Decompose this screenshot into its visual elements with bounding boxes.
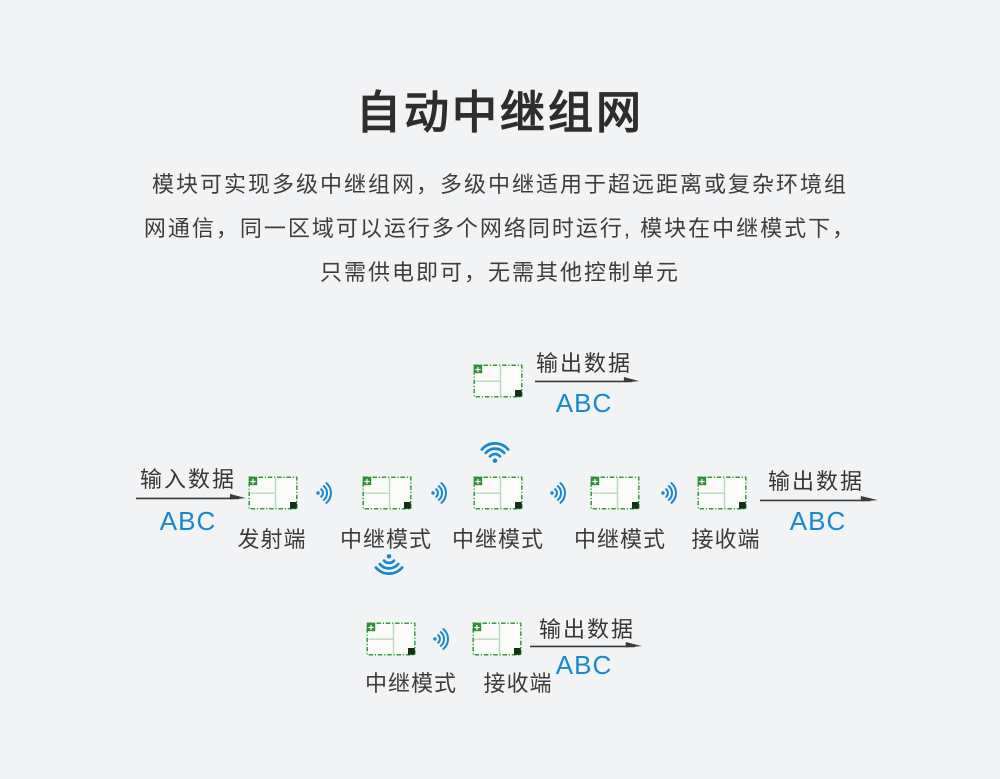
rf-module-icon (473, 364, 523, 398)
page-title: 自动中继组网 (355, 87, 644, 138)
output-label: 输出数据 (767, 469, 864, 494)
rf-module-icon (472, 622, 522, 656)
input-label: 输入数据 (139, 467, 236, 492)
node-label-relay: 中继模式 (451, 527, 544, 552)
wifi-signal-icon (431, 627, 455, 651)
description-line: 只需供电即可，无需其他控制单元 (319, 260, 680, 285)
wifi-signal-icon (548, 481, 572, 505)
rf-module-icon (366, 622, 416, 656)
node-label-relay: 中继模式 (573, 527, 666, 552)
wifi-signal-icon (429, 481, 453, 505)
node-label-relay: 中继模式 (339, 527, 432, 552)
output-data: ABC (789, 506, 847, 536)
rf-module-icon (590, 476, 640, 510)
arrow-right-icon (530, 640, 642, 650)
node-label-receiver: 接收端 (691, 527, 761, 552)
description-line: 网通信，同一区域可以运行多个网络同时运行, 模块在中继模式下， (143, 216, 857, 241)
arrow-right-icon (760, 494, 878, 504)
rf-module-icon (473, 476, 523, 510)
wifi-down-icon (373, 551, 405, 583)
description-paragraph: 模块可实现多级中继组网，多级中继适用于超远距离或复杂环境组 网通信，同一区域可以… (0, 163, 1000, 295)
arrow-right-icon (535, 375, 639, 385)
input-data: ABC (159, 506, 217, 536)
node-label-receiver: 接收端 (483, 671, 553, 696)
wifi-signal-icon (314, 481, 338, 505)
wifi-signal-icon (659, 481, 683, 505)
node-label-relay: 中继模式 (364, 671, 457, 696)
top-output-data: ABC (555, 388, 613, 418)
rf-module-icon (248, 476, 298, 510)
rf-module-icon (362, 476, 412, 510)
node-label-transmitter: 发射端 (237, 527, 307, 552)
bottom-output-label: 输出数据 (538, 617, 635, 642)
arrow-right-icon (136, 492, 246, 502)
top-output-label: 输出数据 (535, 351, 632, 376)
bottom-output-data: ABC (555, 650, 613, 680)
rf-module-icon (697, 476, 747, 510)
description-line: 模块可实现多级中继组网，多级中继适用于超远距离或复杂环境组 (151, 172, 848, 197)
wifi-up-icon (479, 434, 511, 466)
